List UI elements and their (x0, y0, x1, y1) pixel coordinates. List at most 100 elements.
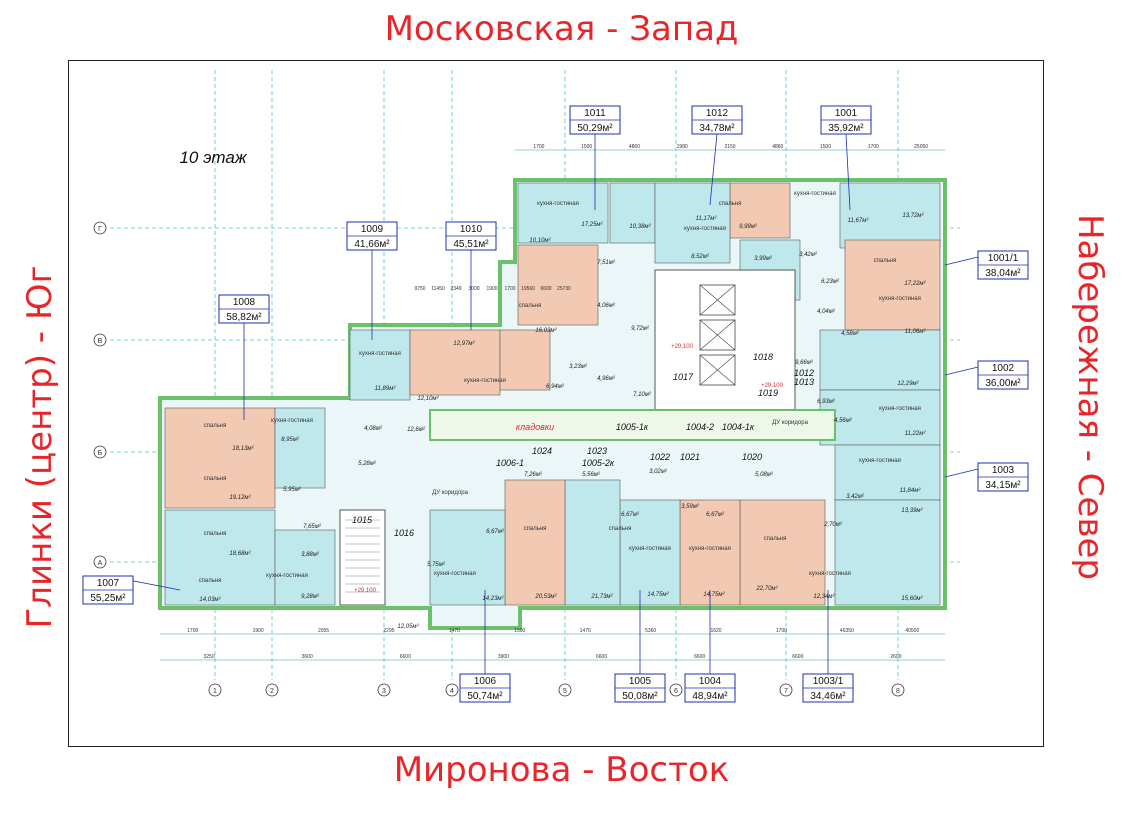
room-area (619, 499, 681, 606)
room-area-label: 3,42м² (799, 252, 818, 258)
apartment-number: 1001 (835, 108, 858, 119)
room-area-label: 11,84м² (900, 488, 922, 494)
dim-top-label: 4860 (772, 144, 783, 150)
unit-small-number: 1020 (742, 452, 762, 462)
room-area-label: 7,51м² (597, 260, 616, 266)
axis-marker-number (669, 683, 683, 697)
room-area-label: 11,67м² (848, 218, 870, 224)
axis-marker-number (445, 683, 459, 697)
room-area-label: 7,65м² (303, 524, 322, 530)
room-area-label: 2,70м² (823, 522, 843, 528)
dim-bottom-label: 1470 (449, 628, 460, 634)
room-name-bedroom: спальня (609, 526, 632, 532)
dim-bottom-label: 1700 (776, 628, 787, 634)
unit-small-number: 1022 (650, 452, 670, 462)
storage-label: кладовки (516, 422, 554, 432)
axis-letter: Б (98, 450, 103, 457)
room-name-bedroom: спальня (764, 536, 787, 542)
apartment-area: 35,92м² (828, 123, 864, 134)
unit-small-number: 1005-2к (582, 458, 615, 468)
room-name-kitchen: кухня-гостиная (359, 351, 401, 357)
apartment-number: 1008 (233, 297, 256, 308)
room-area (499, 329, 551, 391)
stair-block (339, 509, 386, 606)
dim-bottom-label: 1620 (710, 628, 721, 634)
corridor (429, 409, 836, 441)
dim-bottom-label: 1470 (580, 628, 591, 634)
axis-letter: В (98, 338, 103, 345)
room-area-label: 13,72м² (902, 213, 924, 219)
dim-top-label: 1500 (820, 144, 831, 150)
apartment-area: 34,15м² (985, 480, 1021, 491)
room-name-kitchen: кухня-гостиная (266, 573, 308, 579)
room-area-label: 11,17м² (696, 216, 718, 222)
axis-marker-letter (93, 555, 107, 569)
dim-bottom-label: 2295 (383, 628, 394, 634)
room-area-label: 5,08м² (755, 472, 774, 478)
room-area-label: 3,59м² (681, 504, 700, 510)
apartment-area: 34,78м² (699, 123, 735, 134)
dim-top-label: 25050 (914, 144, 928, 150)
direction-bottom: Миронова - Восток (393, 750, 730, 790)
room-area-label: 16,03м² (535, 328, 557, 334)
axis-marker-number (891, 683, 905, 697)
room-area-label: 6,67м² (621, 512, 640, 518)
unit-small-number: 1016 (394, 528, 414, 538)
room-area-label: 3,23м² (569, 364, 588, 370)
room-area-label: 10,38м² (629, 224, 651, 230)
room-area-label: 8,95м² (281, 437, 300, 443)
apartment-number: 1001/1 (988, 253, 1019, 264)
dim-bottom2-label: 6600 (792, 654, 803, 660)
room-area-label: 6,94м² (546, 384, 565, 390)
room-name-kitchen: кухня-гостиная (859, 458, 901, 464)
room-area-label: 11,06м² (905, 329, 927, 335)
dim-bottom2-label: 2600 (890, 654, 901, 660)
room-area (274, 407, 326, 489)
room-area-label: 9,28м² (301, 594, 320, 600)
dim-mid-label: 9750 (414, 286, 425, 292)
room-area (504, 479, 566, 606)
apartment-leader (709, 133, 718, 206)
unit-small-number: 1004-2 (686, 422, 714, 432)
unit-small-number: 1006-1 (496, 458, 524, 468)
axis-marker-number (208, 683, 222, 697)
room-area-label: 6,67м² (706, 512, 725, 518)
room-name-bedroom: спальня (524, 526, 547, 532)
room-area-label: 14,75м² (703, 592, 725, 598)
apartment-number: 1011 (584, 108, 606, 119)
room-area-label: 17,22м² (904, 281, 926, 287)
axis-marker-number (265, 683, 279, 697)
room-area (517, 244, 599, 326)
unit-small-number: 1024 (532, 446, 552, 456)
room-area (564, 479, 621, 606)
room-area-label: 4,06м² (597, 303, 616, 309)
axis-number: 2 (270, 688, 274, 695)
apartment-area: 36,00м² (985, 378, 1021, 389)
room-area-label: 9,66м² (795, 360, 814, 366)
room-area-label: 5,56м² (582, 472, 601, 478)
room-area (739, 499, 826, 606)
room-area-label: 14,03м² (199, 597, 221, 603)
dim-bottom-label: 1500 (514, 628, 525, 634)
room-area-label: 3,88м² (301, 552, 320, 558)
room-area (349, 329, 411, 401)
apartment-number: 1005 (629, 676, 652, 687)
axis-marker-number (779, 683, 793, 697)
room-name-bedroom: спальня (199, 578, 222, 584)
dim-top-label: 4860 (629, 144, 640, 150)
elevation-mark-2: +29,100 (761, 383, 784, 389)
room-area-label: 4,56м² (834, 418, 853, 424)
axis-number: 5 (563, 688, 567, 695)
apartment-area: 38,04м² (985, 268, 1021, 279)
room-area-label: 5,28м² (358, 461, 377, 467)
room-name-kitchen: кухня-гостиная (434, 571, 476, 577)
room-area-label: 5,95м² (283, 487, 302, 493)
room-name-kitchen: кухня-гостиная (879, 296, 921, 302)
apartment-area: 34,46м² (810, 691, 846, 702)
apartment-number: 1007 (97, 578, 120, 589)
room-name-kitchen: кухня-гостиная (464, 378, 506, 384)
room-area-label: 8,52м² (691, 254, 710, 260)
dim-bottom2-label: 6600 (400, 654, 411, 660)
unit-small-number: 1021 (680, 452, 700, 462)
axis-marker-number (558, 683, 572, 697)
